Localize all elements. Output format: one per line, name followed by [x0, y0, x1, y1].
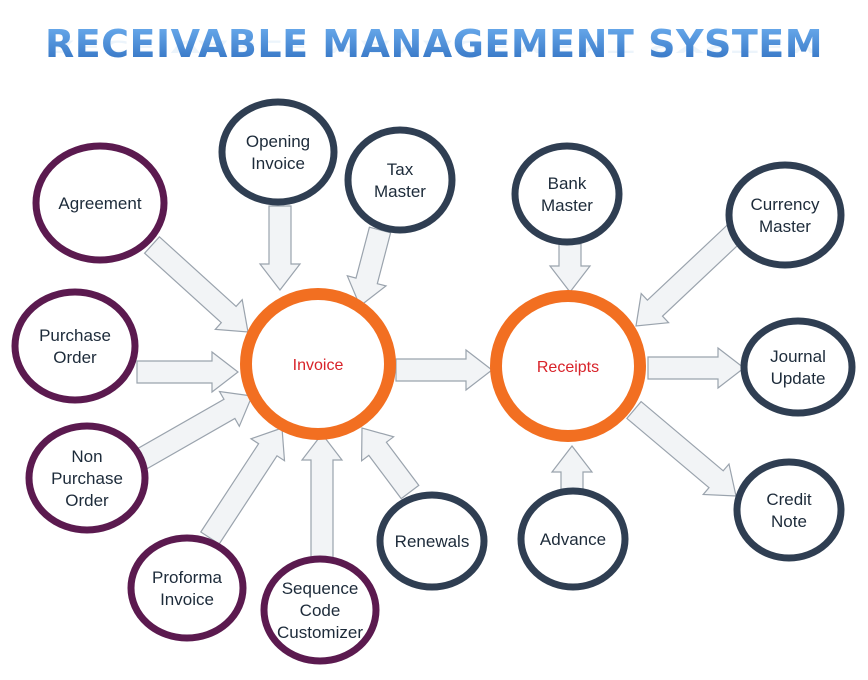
- arrow-purchase-order-to-invoice: [136, 350, 239, 394]
- node-label-agreement: Agreement: [58, 194, 141, 213]
- node-ring-opening-invoice: [218, 98, 338, 206]
- arrows-layer: [133, 205, 747, 559]
- arrow-receipts-to-journal-update: [647, 346, 745, 390]
- node-label-purchase-order: Purchase: [39, 326, 111, 345]
- hub-label-receipts: Receipts: [537, 359, 599, 376]
- arrow-non-purchase-order-to-invoice: [133, 390, 253, 471]
- arrow-invoice-to-receipts: [395, 348, 493, 392]
- node-agreement: Agreement: [32, 142, 168, 264]
- node-label-credit-note: Note: [771, 512, 807, 531]
- node-label-proforma-invoice: Proforma: [152, 568, 222, 587]
- arrow-agreement-to-invoice: [143, 235, 249, 333]
- node-ring-purchase-order: [11, 288, 139, 404]
- hub-label-invoice: Invoice: [293, 357, 344, 374]
- node-label-non-purchase-order: Order: [65, 491, 109, 510]
- node-label-sequence-code: Customizer: [277, 623, 363, 642]
- node-label-proforma-invoice: Invoice: [160, 590, 214, 609]
- node-ring-journal-update: [740, 317, 856, 417]
- node-ring-sequence-code: [260, 555, 380, 665]
- node-label-non-purchase-order: Purchase: [51, 469, 123, 488]
- node-label-credit-note: Credit: [766, 490, 812, 509]
- node-label-tax-master: Master: [374, 182, 426, 201]
- node-label-tax-master: Tax: [387, 160, 414, 179]
- node-label-purchase-order: Order: [53, 348, 97, 367]
- node-ring-advance: [517, 487, 629, 591]
- arrow-bank-master-to-receipts: [548, 243, 592, 293]
- arrow-proforma-invoice-to-invoice: [199, 427, 286, 545]
- arrow-sequence-code-to-invoice: [300, 433, 344, 559]
- node-ring-currency-master: [725, 161, 845, 269]
- hub-invoice: Invoice: [240, 288, 396, 440]
- node-label-currency-master: Master: [759, 217, 811, 236]
- node-label-non-purchase-order: Non: [71, 447, 102, 466]
- hub-ring-invoice: [240, 288, 396, 440]
- node-label-currency-master: Currency: [751, 195, 820, 214]
- node-ring-credit-note: [733, 458, 845, 562]
- node-label-journal-update: Update: [771, 369, 826, 388]
- arrow-receipts-to-credit-note: [626, 400, 737, 497]
- node-label-opening-invoice: Invoice: [251, 154, 305, 173]
- page-title: RECEIVABLE MANAGEMENT SYSTEM: [0, 22, 868, 66]
- hub-ring-receipts: [490, 290, 646, 442]
- node-ring-proforma-invoice: [127, 534, 247, 642]
- node-ring-tax-master: [344, 126, 456, 234]
- hub-receipts: Receipts: [490, 290, 646, 442]
- node-label-bank-master: Bank: [548, 174, 587, 193]
- node-label-advance: Advance: [540, 530, 606, 549]
- node-label-opening-invoice: Opening: [246, 132, 310, 151]
- node-renewals: Renewals: [376, 491, 488, 591]
- node-label-sequence-code: Sequence: [282, 579, 359, 598]
- arrow-currency-master-to-receipts: [635, 221, 747, 327]
- node-ring-renewals: [376, 491, 488, 591]
- node-label-bank-master: Master: [541, 196, 593, 215]
- arrow-renewals-to-invoice: [360, 427, 420, 500]
- arrow-advance-to-receipts: [550, 445, 594, 493]
- node-ring-agreement: [32, 142, 168, 264]
- node-ring-non-purchase-order: [25, 422, 149, 534]
- arrow-tax-master-to-invoice: [346, 226, 392, 307]
- node-label-renewals: Renewals: [395, 532, 470, 551]
- node-label-journal-update: Journal: [770, 347, 826, 366]
- node-ring-bank-master: [511, 142, 623, 246]
- node-advance: Advance: [517, 487, 629, 591]
- arrow-opening-invoice-to-invoice: [258, 205, 302, 291]
- node-label-sequence-code: Code: [300, 601, 341, 620]
